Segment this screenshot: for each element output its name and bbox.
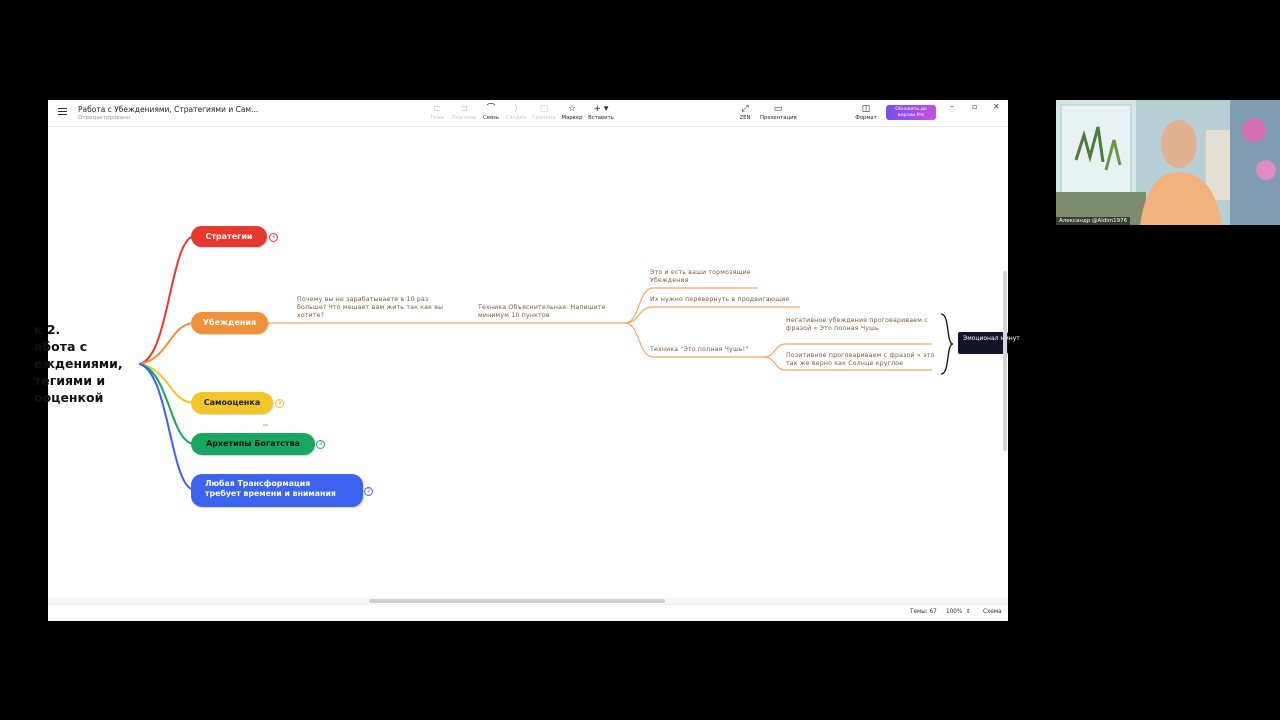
subtopic-question[interactable]: Почему вы не зарабатываете в 10 раз боль…: [297, 296, 444, 319]
presentation-button[interactable]: ▭ Презентация: [760, 104, 797, 121]
horizontal-scroll-thumb[interactable]: [369, 599, 665, 603]
topic-label-line: Любая Трансформация: [205, 479, 311, 488]
central-topic-line: ооценкой: [34, 390, 104, 405]
collapse-count-badge[interactable]: 4: [269, 233, 278, 242]
topic-wealth-archetypes[interactable]: Архетипы Богатства: [191, 433, 315, 455]
insert-tool-button[interactable]: + ▾ Вставить: [586, 103, 616, 122]
central-topic[interactable]: к 2. абота с еждениями, тегиями и ооценк…: [34, 321, 123, 406]
format-panel-button[interactable]: ◫ Формат: [851, 103, 881, 122]
marker-icon: ☆: [567, 104, 577, 114]
collapse-count-badge[interactable]: 2: [364, 487, 373, 496]
boundary-icon: ▢: [539, 104, 549, 114]
marker-tool-button[interactable]: ☆ Маркер: [557, 103, 587, 122]
document-status: Отредактировано: [78, 115, 131, 121]
topic-icon: ⊏: [433, 104, 441, 114]
link-negative: [763, 343, 932, 358]
collapse-count-badge[interactable]: 3: [275, 399, 284, 408]
title-toolbar: Работа с Убеждениями, Стратегиями и Сам.…: [48, 100, 1008, 127]
summary-brace: [940, 313, 954, 375]
central-topic-line: к 2.: [34, 322, 61, 337]
collapse-count-badge[interactable]: 3: [316, 440, 325, 449]
mindmap-canvas[interactable]: к 2. абота с еждениями, тегиями и ооценк…: [34, 126, 1020, 598]
mindmap-app-window: Работа с Убеждениями, Стратегиями и Сам.…: [34, 100, 1020, 621]
link-transformation: [139, 363, 196, 491]
subtopic-icon: ⊐: [460, 104, 468, 114]
summary-tool-button[interactable]: ⟩ Сводка: [501, 103, 531, 122]
subtopic-technique[interactable]: Техника Объяснительная: Напишите минимум…: [478, 304, 606, 319]
central-topic-line: абота с: [34, 339, 88, 354]
central-topic-line: еждениями,: [34, 356, 123, 371]
subtopic-positive-belief[interactable]: Позитивное проговариваем с фразой « это …: [786, 352, 935, 367]
link-positive: [763, 356, 932, 371]
topic-transformation[interactable]: Любая Трансформация требует времени и вн…: [191, 474, 363, 507]
insert-icon: + ▾: [593, 104, 609, 114]
vertical-scrollbar[interactable]: [1002, 126, 1008, 598]
topic-strategies[interactable]: Стратегии: [191, 226, 267, 247]
view-mode-switch[interactable]: Схема: [983, 609, 1002, 615]
topic-beliefs[interactable]: Убеждения: [191, 312, 268, 334]
relationship-icon: ⌒: [486, 104, 496, 114]
link-beliefs: [139, 322, 196, 365]
upgrade-pro-button[interactable]: Обновить до версии Pro: [886, 105, 936, 120]
subtopic-negative-belief[interactable]: Негативное убеждение проговариваем с фра…: [786, 317, 928, 332]
summary-topic[interactable]: Эмоционал минут: [958, 332, 1020, 354]
link-self-esteem: [139, 363, 196, 404]
close-icon[interactable]: ✕: [993, 102, 1000, 111]
link-child3: [624, 322, 764, 358]
maximize-icon[interactable]: ▫: [972, 102, 978, 111]
subtopic-limiting-beliefs[interactable]: Это и есть ваши тормозящие Убеждения: [650, 269, 751, 284]
minimize-icon[interactable]: –: [950, 102, 954, 111]
link-strategies: [139, 235, 196, 365]
document-title[interactable]: Работа с Убеждениями, Стратегиями и Сам.…: [78, 105, 259, 114]
webcam-video-tile: Александр @Aldim1976: [1056, 100, 1280, 225]
subtopic-flip-beliefs[interactable]: Их нужно перевернуть в продвигающие: [650, 296, 790, 303]
mindmap-connection-lines: [139, 235, 954, 491]
horizontal-scrollbar[interactable]: [48, 598, 1008, 604]
format-panel-icon: ◫: [861, 104, 871, 114]
central-topic-line: тегиями и: [34, 373, 106, 388]
webcam-video-image: [1056, 100, 1280, 225]
zoom-level[interactable]: 100%: [946, 609, 963, 615]
subtopic-tool-button[interactable]: ⊐ Подтема: [449, 103, 479, 122]
status-bar: Темы: 67 100% ⇕ Схема: [48, 604, 1008, 621]
topic-count: Темы: 67: [910, 609, 937, 615]
zen-mode-button[interactable]: ⤢ ZEN: [730, 103, 760, 122]
topic-self-esteem[interactable]: Самооценка: [191, 392, 273, 414]
link-child2: [624, 306, 800, 324]
topic-label-line: требует времени и внимания: [205, 489, 336, 498]
hamburger-menu-icon[interactable]: [58, 108, 67, 115]
vertical-scroll-thumb[interactable]: [1003, 271, 1007, 451]
subtopic-nonsense-technique[interactable]: Техника "Это полная Чушь!": [650, 346, 749, 353]
presentation-icon: ▭: [773, 104, 783, 114]
zoom-stepper-icon[interactable]: ⇕: [966, 609, 971, 615]
link-child1: [624, 287, 758, 324]
participant-name-label: Александр @Aldim1976: [1056, 217, 1131, 225]
boundary-tool-button[interactable]: ▢ Граница: [529, 103, 559, 122]
zen-expand-icon: ⤢: [741, 104, 749, 114]
topic-tool-button[interactable]: ⊏ Тема: [422, 103, 452, 122]
link-archetypes: [139, 363, 196, 445]
relationship-tool-button[interactable]: ⌒ Связь: [476, 103, 506, 122]
summary-icon: ⟩: [514, 104, 518, 114]
